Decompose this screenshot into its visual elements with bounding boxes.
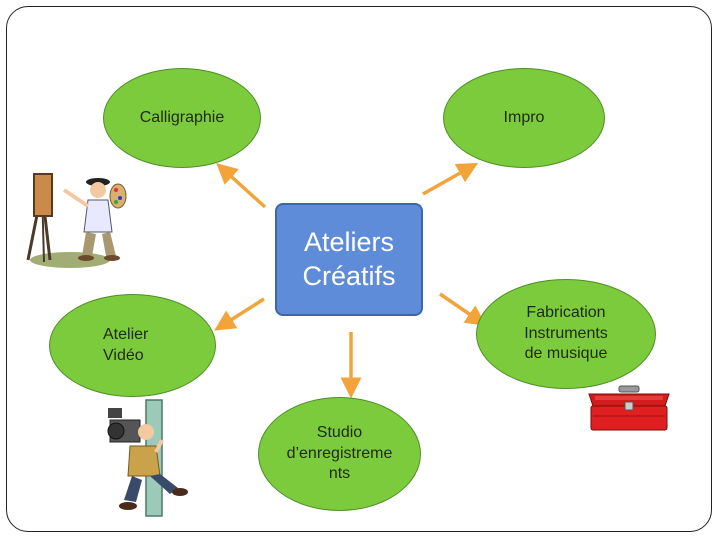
node-fabrication-line1: Fabrication <box>526 303 606 321</box>
arrow-to-calligraphie <box>216 162 267 209</box>
node-studio-line2: d’enregistreme <box>286 444 393 462</box>
red-toolbox-clipart <box>588 385 670 431</box>
center-node-ateliers-creatifs: Ateliers Créatifs <box>275 203 423 316</box>
painter-clipart <box>26 173 127 268</box>
node-fabrication-line3: de musique <box>524 345 608 363</box>
node-calligraphie-label: Calligraphie <box>139 108 225 126</box>
node-impro: Impro <box>443 68 605 168</box>
arrow-to-fabrication <box>439 292 487 326</box>
arrow-to-impro <box>422 162 479 196</box>
node-studio: Studio d’enregistreme nts <box>258 397 421 511</box>
cameraman-clipart <box>107 399 188 517</box>
node-studio-line3: nts <box>328 465 351 483</box>
node-calligraphie: Calligraphie <box>103 68 261 168</box>
node-atelier-video-line2: Vidéo <box>103 346 144 364</box>
node-studio-line1: Studio <box>316 423 363 441</box>
arrow-to-atelier-video <box>214 297 265 331</box>
node-fabrication: Fabrication Instruments de musique <box>476 279 656 389</box>
node-atelier-video-line1: Atelier <box>103 325 149 343</box>
node-impro-label: Impro <box>503 108 545 126</box>
center-title-line2: Créatifs <box>302 260 396 291</box>
center-title-line1: Ateliers <box>303 226 395 257</box>
node-atelier-video: Atelier Vidéo <box>49 294 216 397</box>
node-fabrication-line2: Instruments <box>524 324 608 342</box>
